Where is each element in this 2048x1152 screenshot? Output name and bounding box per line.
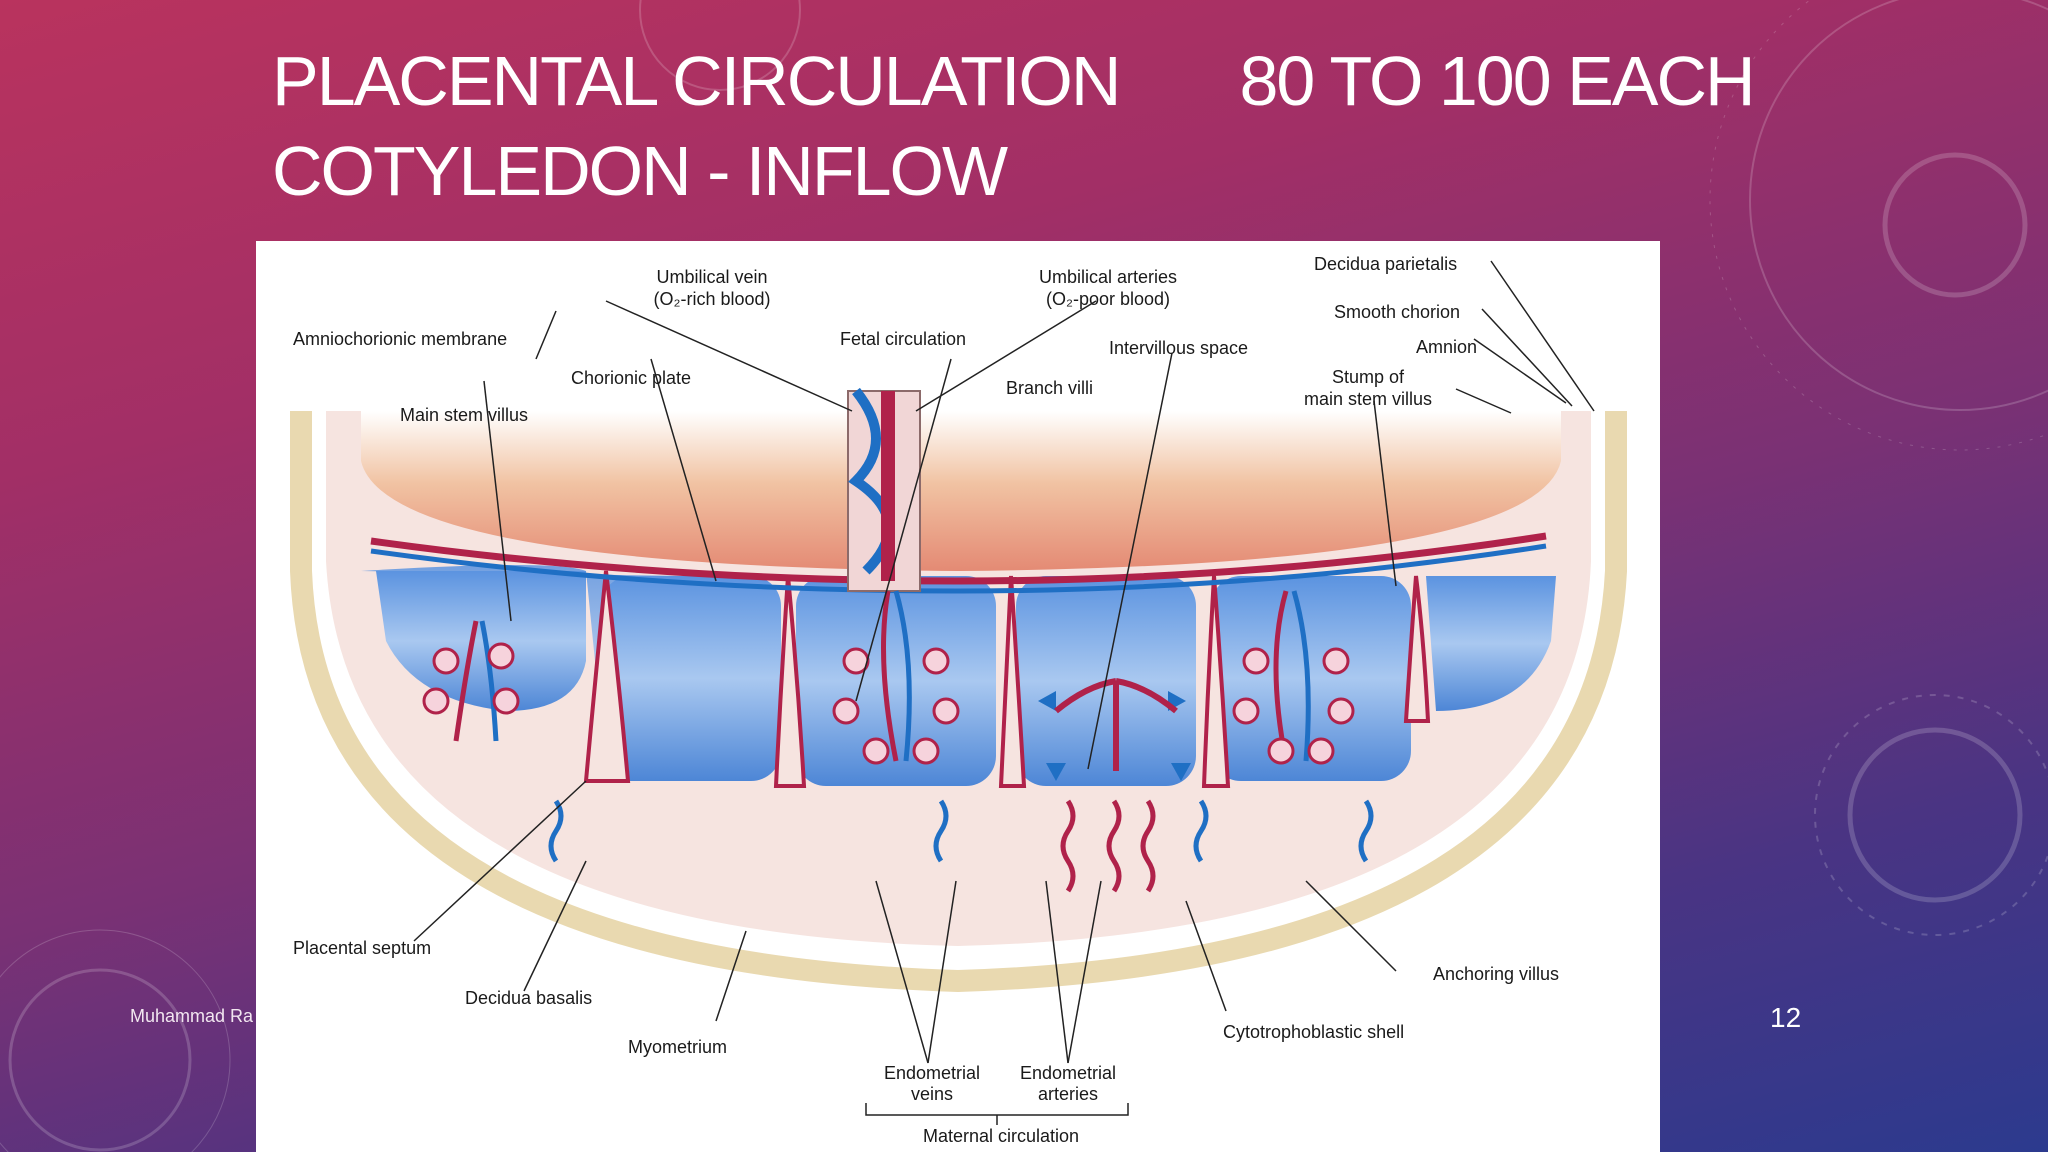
label-umbilical-arteries: Umbilical arteries bbox=[1039, 267, 1177, 287]
label-amnion: Amnion bbox=[1416, 337, 1477, 357]
label-branch-villi: Branch villi bbox=[1006, 378, 1093, 398]
title-line1a: PLACENTAL CIRCULATION bbox=[272, 42, 1121, 120]
intervillous-pool bbox=[1211, 576, 1411, 781]
label-chorionic-plate: Chorionic plate bbox=[571, 368, 691, 388]
label-endometrial-veins-2: veins bbox=[911, 1084, 953, 1104]
label-endometrial-arteries-2: arteries bbox=[1038, 1084, 1098, 1104]
label-myometrium: Myometrium bbox=[628, 1037, 727, 1057]
placenta-diagram: Umbilical vein (O₂-rich blood) Umbilical… bbox=[256, 241, 1660, 1152]
label-umbilical-vein: Umbilical vein bbox=[656, 267, 767, 287]
placental-septum-shape bbox=[998, 575, 1027, 788]
slide-title: PLACENTAL CIRCULATION 80 TO 100 EACH COTY… bbox=[272, 36, 1772, 216]
placental-septum-shape bbox=[583, 570, 631, 783]
label-cytotrophoblastic-shell: Cytotrophoblastic shell bbox=[1223, 1022, 1404, 1042]
title-line1b: 80 TO 100 EACH bbox=[1239, 42, 1755, 120]
myometrium-band bbox=[290, 411, 1627, 993]
title-line2: COTYLEDON - INFLOW bbox=[272, 132, 1008, 210]
label-smooth-chorion: Smooth chorion bbox=[1334, 302, 1460, 322]
label-umbilical-arteries-sub: (O₂-poor blood) bbox=[1046, 289, 1170, 309]
label-intervillous-space: Intervillous space bbox=[1109, 338, 1248, 358]
label-main-stem-villus: Main stem villus bbox=[400, 405, 528, 425]
label-stump-line2: main stem villus bbox=[1304, 389, 1432, 409]
placenta-illustration: Umbilical vein (O₂-rich blood) Umbilical… bbox=[290, 254, 1627, 1146]
label-umbilical-vein-sub: (O₂-rich blood) bbox=[653, 289, 770, 309]
intervillous-pool bbox=[601, 576, 781, 781]
label-endometrial-arteries-1: Endometrial bbox=[1020, 1063, 1116, 1083]
label-stump-line1: Stump of bbox=[1332, 367, 1405, 387]
label-endometrial-veins-1: Endometrial bbox=[884, 1063, 980, 1083]
intervillous-pool bbox=[1426, 576, 1556, 711]
label-placental-septum: Placental septum bbox=[293, 938, 431, 958]
footer-author: Muhammad Ra bbox=[130, 1006, 254, 1026]
page-number: 12 bbox=[1770, 1002, 1802, 1033]
intervillous-pool bbox=[376, 571, 586, 711]
label-fetal-circulation: Fetal circulation bbox=[840, 329, 966, 349]
label-decidua-parietalis: Decidua parietalis bbox=[1314, 254, 1457, 274]
chorionic-plate-region bbox=[361, 411, 1561, 571]
label-anchoring-villus: Anchoring villus bbox=[1433, 964, 1559, 984]
placental-septum-shape bbox=[1403, 575, 1431, 723]
label-maternal-circulation: Maternal circulation bbox=[923, 1126, 1079, 1146]
label-decidua-basalis: Decidua basalis bbox=[465, 988, 592, 1008]
label-amniochorionic-membrane: Amniochorionic membrane bbox=[293, 329, 507, 349]
intervillous-pool bbox=[796, 576, 996, 786]
